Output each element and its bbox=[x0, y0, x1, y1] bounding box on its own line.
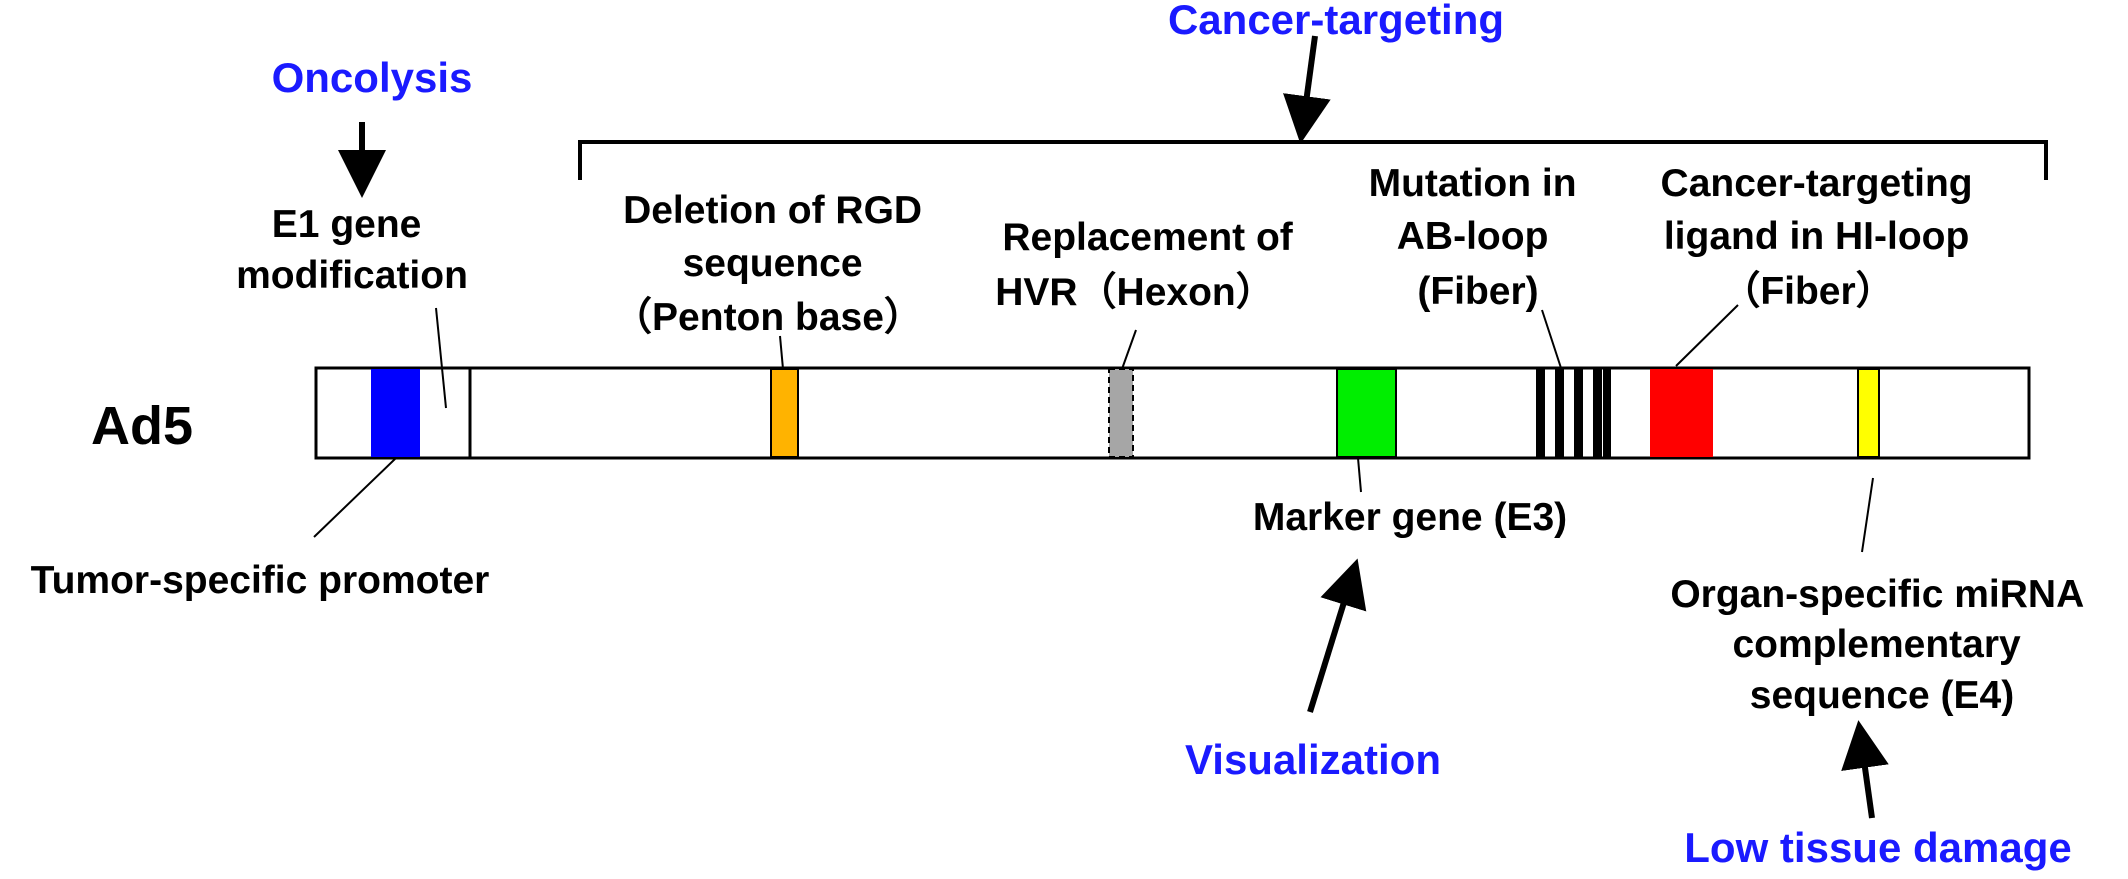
mirna-region bbox=[1857, 368, 1880, 458]
label-rgd-deletion: Deletion of RGD sequence （Penton base） bbox=[613, 189, 933, 339]
category-visualization: Visualization bbox=[1185, 736, 1441, 783]
arrow-low-tissue-damage bbox=[1841, 720, 1889, 819]
genome-bar bbox=[314, 366, 2031, 460]
label-tumor-specific-promoter: Tumor-specific promoter bbox=[31, 559, 490, 602]
label-marker-gene: Marker gene (E3) bbox=[1253, 496, 1567, 539]
arrow-cancer-targeting bbox=[1283, 35, 1331, 144]
arrow-visualization bbox=[1307, 558, 1367, 713]
marker-gene-region bbox=[1336, 368, 1397, 458]
category-low-tissue-damage: Low tissue damage bbox=[1684, 824, 2071, 871]
label-hvr-replacement: Replacement of HVR（Hexon） bbox=[995, 216, 1303, 314]
ab-loop-stripes bbox=[1536, 369, 1611, 457]
category-cancer-targeting: Cancer-targeting bbox=[1168, 0, 1504, 43]
cancer-targeting-bracket bbox=[578, 140, 2048, 180]
promoter-region bbox=[371, 369, 420, 457]
label-hi-loop-ligand: Cancer-targeting ligand in HI-loop （Fibe… bbox=[1661, 162, 1984, 313]
genome-label: Ad5 bbox=[91, 396, 193, 456]
leader-lines bbox=[313, 304, 1874, 553]
hi-loop-region bbox=[1650, 369, 1713, 457]
penton-base-region bbox=[770, 368, 799, 458]
label-mirna-sequence: Organ-specific miRNA complementary seque… bbox=[1670, 573, 2093, 717]
label-ab-loop-mutation: Mutation in AB-loop (Fiber) bbox=[1369, 162, 1588, 313]
category-oncolysis: Oncolysis bbox=[272, 54, 473, 101]
label-e1-gene-modification: E1 gene modification bbox=[236, 203, 468, 297]
hexon-hvr-region bbox=[1108, 368, 1134, 458]
